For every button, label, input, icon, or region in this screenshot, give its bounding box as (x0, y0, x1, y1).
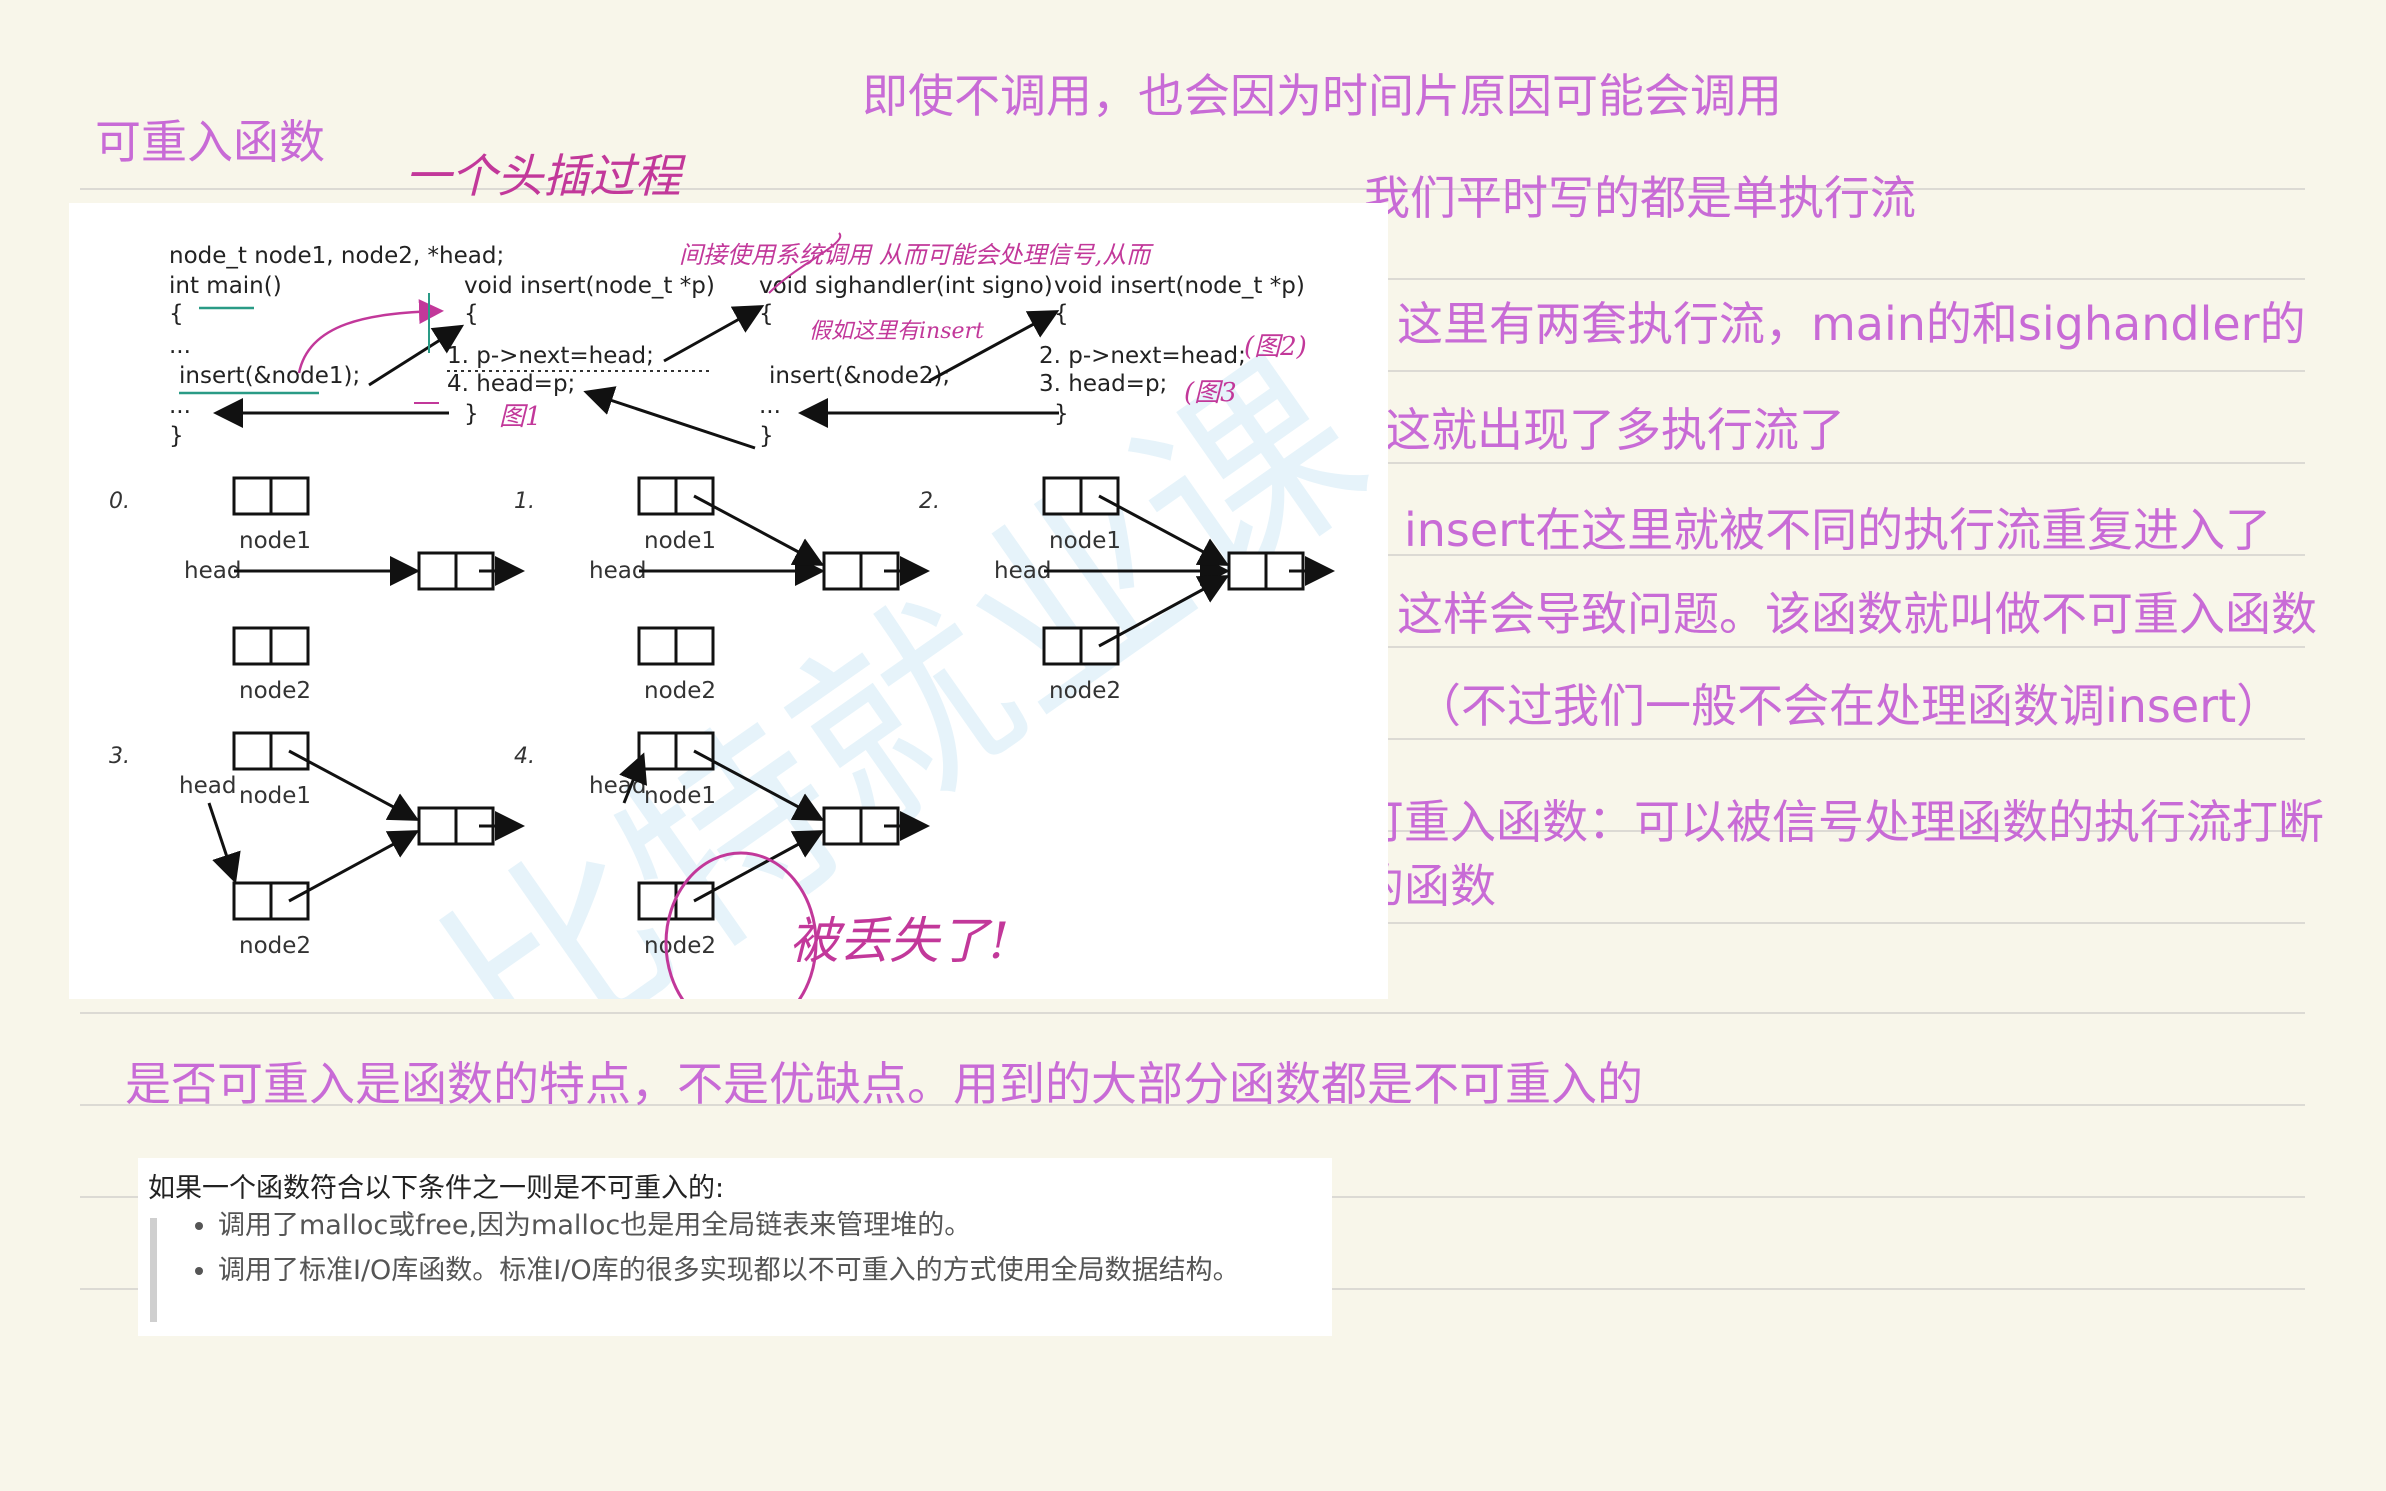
code-dots: ... (169, 393, 191, 419)
definition-note: 可重入函数：可以被信号处理函数的执行流打断的函数 (1358, 795, 2324, 914)
watermark: 比特就业课 (405, 316, 1388, 999)
code-dots: ... (169, 333, 191, 359)
code-main-decl: node_t node1, node2, *head; (169, 243, 504, 269)
fig1-handwriting: 图1 (499, 402, 542, 432)
pointer-arrow (288, 830, 420, 903)
node2-label: node2 (644, 933, 716, 959)
trait-note: 是否可重入是函数的特点，不是优缺点。用到的大部分函数都是不可重入的 (125, 1057, 1643, 1111)
code-main-sig: int main() (169, 273, 282, 299)
node1-label: node1 (644, 783, 716, 809)
pointer-arrow (207, 802, 241, 884)
call2-arrow (928, 310, 1060, 383)
fig2-handwriting: (图2) (1244, 332, 1307, 362)
sig-return-arrow (583, 386, 756, 450)
signal-arrow (663, 305, 765, 363)
node1-label: node1 (239, 528, 311, 554)
code-main-call: insert(&node1); (179, 363, 360, 389)
indirect-call-handwriting: 间接使用系统调用 从而可能会处理信号,从而 (679, 241, 1154, 269)
multi-flow-note: 这就出现了多执行流了 (1385, 403, 1845, 457)
call-arrow (368, 324, 465, 387)
pointer-arrow (1098, 494, 1230, 566)
code-dots: ... (759, 393, 781, 419)
head-label: head (589, 773, 646, 799)
single-flow-note: 我们平时写的都是单执行流 (1364, 171, 1916, 225)
code-brace: } (759, 423, 774, 449)
if-insert-handwriting: 假如这里有insert (809, 319, 984, 344)
ruled-line (80, 188, 2305, 190)
linked-list-steps: 0. node1 node2 head 1. node1 node2 head 2. node1 n… (109, 476, 1335, 959)
head-label: head (994, 558, 1051, 584)
code-brace: } (464, 401, 479, 427)
node1-label: node1 (1049, 528, 1121, 554)
step-number: 3. (109, 744, 130, 769)
pointer-arrow (619, 752, 648, 804)
time-slice-note: 即使不调用，也会因为时间片原因可能会调用 (862, 69, 1782, 123)
code-sig-call: insert(&node2); (769, 363, 950, 389)
non-reentrant-conditions: 如果一个函数符合以下条件之一则是不可重入的: 调用了malloc或free,因为… (138, 1158, 1332, 1336)
ruled-line (80, 1012, 2305, 1014)
code-brace: { (1054, 301, 1069, 327)
figure-canvas: 比特就业课 node_t node1, node2, *head; int ma… (109, 232, 1388, 999)
two-flows-note: 这里有两套执行流，main的和sighandler的 (1397, 297, 2306, 351)
code-step4: 4. head=p; (447, 371, 575, 397)
node1-label: node1 (644, 528, 716, 554)
pointer-arrow (1098, 575, 1230, 648)
aside-note: （不过我们一般不会在处理函数调insert） (1415, 679, 2283, 733)
node1-label: node1 (239, 783, 311, 809)
head-label: head (589, 558, 646, 584)
code-brace: { (169, 301, 184, 327)
code-sighandler-sig: void sighandler(int signo) (759, 273, 1053, 299)
step-number: 1. (514, 489, 535, 514)
code-insert2-sig: void insert(node_t *p) (1054, 273, 1305, 299)
step-number: 4. (514, 744, 535, 769)
node2-label: node2 (239, 933, 311, 959)
ruled-line (80, 1104, 2305, 1106)
code-brace: { (759, 301, 774, 327)
head-label: head (179, 773, 236, 799)
pointer-arrow (288, 749, 420, 821)
reentrant-title: 可重入函数 (95, 115, 325, 169)
conditions-title: 如果一个函数符合以下条件之一则是不可重入的: (148, 1173, 725, 1204)
code-insert-sig: void insert(node_t *p) (464, 273, 715, 299)
pointer-arrow (693, 494, 825, 566)
node2-label: node2 (239, 678, 311, 704)
step-number: 0. (109, 489, 130, 514)
node2-label: node2 (644, 678, 716, 704)
head-label: head (184, 558, 241, 584)
condition-item: 调用了标准I/O库函数。标准I/O库的很多实现都以不可重入的方式使用全局数据结构… (218, 1253, 1240, 1288)
pointer-arrow (693, 749, 825, 821)
head-insert-handwriting: 一个头插过程 (405, 149, 681, 203)
pointer-arrow (693, 830, 825, 903)
insert-reentered-note: insert在这里就被不同的执行流重复进入了 (1404, 503, 2272, 557)
code-brace: } (169, 423, 184, 449)
code-step2: 2. p->next=head; (1039, 343, 1246, 369)
code-step1: 1. p->next=head; (447, 343, 654, 369)
handwritten-arrow (768, 232, 842, 294)
code-step3: 3. head=p; (1039, 371, 1167, 397)
problem-note: 这样会导致问题。该函数就叫做不可重入函数 (1397, 587, 2317, 641)
handwritten-arrow (297, 299, 444, 374)
condition-item: 调用了malloc或free,因为malloc也是用全局链表来管理堆的。 (218, 1208, 1240, 1243)
code-brace: } (1054, 401, 1069, 427)
node2-label: node2 (1049, 678, 1121, 704)
code-brace: { (464, 301, 479, 327)
lost-node-circle (664, 851, 818, 999)
lost-handwriting: 被丢失了! (789, 912, 1009, 970)
step-number: 2. (919, 489, 940, 514)
conditions-list: 调用了malloc或free,因为malloc也是用全局链表来管理堆的。 调用了… (188, 1202, 1240, 1298)
linked-list-figure: 比特就业课 node_t node1, node2, *head; int ma… (69, 203, 1388, 999)
quote-bar (150, 1218, 157, 1322)
fig3-handwriting: (图3 (1184, 378, 1237, 408)
